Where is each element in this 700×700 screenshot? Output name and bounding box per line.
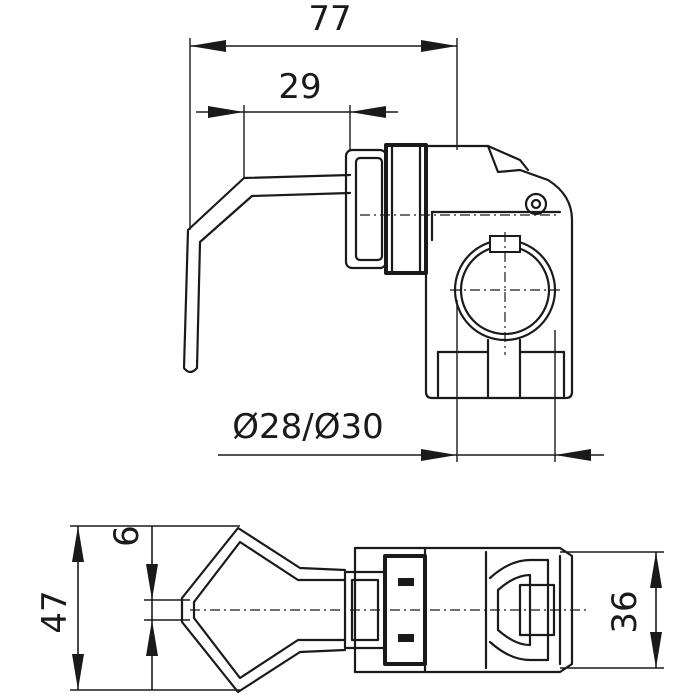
dimension-diameter-label: Ø28/Ø30 bbox=[232, 407, 384, 447]
dimension-36-label: 36 bbox=[605, 590, 645, 633]
dimension-29-label: 29 bbox=[278, 67, 321, 107]
dimension-6-label: 6 bbox=[107, 525, 147, 547]
dimension-77-label: 77 bbox=[308, 0, 351, 39]
plan-view: 47 6 bbox=[35, 525, 664, 694]
dimension-77: 77 bbox=[189, 0, 458, 230]
dimension-36: 36 bbox=[560, 551, 664, 669]
dimension-47-label: 47 bbox=[35, 590, 75, 633]
handle-lever bbox=[182, 173, 352, 374]
handle-loop bbox=[180, 526, 347, 694]
dimension-6: 6 bbox=[107, 525, 190, 690]
side-view: 77 29 bbox=[182, 0, 604, 462]
dimension-diameter: Ø28/Ø30 bbox=[218, 300, 604, 462]
centerlines-side bbox=[360, 214, 560, 355]
dimension-29: 29 bbox=[196, 67, 398, 178]
clamp-body bbox=[424, 144, 574, 400]
dimension-47: 47 bbox=[35, 525, 240, 691]
cam-knob bbox=[344, 143, 428, 275]
